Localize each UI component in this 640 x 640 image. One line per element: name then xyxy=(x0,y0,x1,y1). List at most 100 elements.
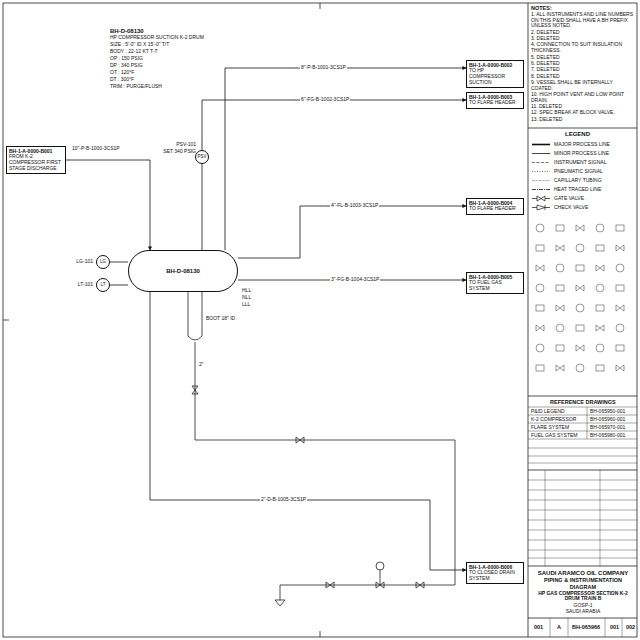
line-number: 8"-P-B-1001-3CS1P xyxy=(300,65,347,71)
drawing-type: PIPING & INSTRUMENTATION DIAGRAM xyxy=(531,577,635,590)
node-text: TO HP COMPRESSOR SUCTION xyxy=(469,68,521,85)
legend-sample xyxy=(531,177,551,184)
company-name: SAUDI ARAMCO OIL COMPANY xyxy=(531,570,635,577)
note-text: 8. DELETED xyxy=(531,74,635,80)
offpage-connector: BH-1-A-0000-B002TO HP COMPRESSOR SUCTION xyxy=(466,60,524,88)
instrument-bubble: LT xyxy=(96,278,110,292)
country-name: SAUDI ARABIA xyxy=(531,609,635,615)
plant-name: GOSP-1 xyxy=(531,603,635,609)
legend-symbol xyxy=(616,264,624,272)
vessel-spec: BODY : 22-12 KT T-T xyxy=(110,49,158,55)
vessel-spec: HP COMPRESSOR SUCTION K-2 DRUM xyxy=(110,35,204,41)
note-text: 7. DELETED xyxy=(531,67,635,73)
note-text: 2. DELETED xyxy=(531,30,635,36)
legend-symbol xyxy=(616,285,624,291)
vessel-spec: OP : 150 PSIG xyxy=(110,56,143,62)
note-text: 5. DELETED xyxy=(531,55,635,61)
legend-symbol xyxy=(556,324,564,332)
legend-symbol xyxy=(596,305,604,311)
column-divider xyxy=(528,128,637,129)
instrument-bubble: LG xyxy=(96,255,110,269)
legend-sample xyxy=(531,141,551,148)
legend-symbol xyxy=(616,365,624,371)
legend-sample-line xyxy=(532,153,550,154)
legend-symbol xyxy=(556,225,564,231)
legend-text: HEAT TRACED LINE xyxy=(554,187,601,193)
legend-symbol xyxy=(596,325,604,331)
note-text: 9. VESSEL SHALL BE INTERNALLY COATED. xyxy=(531,80,635,92)
legend-text: MAJOR PROCESS LINE xyxy=(554,142,610,148)
table-cell: BH-065950-001 xyxy=(590,409,625,415)
offpage-connector: BH-1-A-0000-B001FROM K-2 COMPRESSOR FIRS… xyxy=(6,146,66,174)
legend-symbol xyxy=(596,245,604,251)
legend-symbols xyxy=(536,224,624,372)
legend-sample xyxy=(531,195,551,202)
column-divider xyxy=(528,396,637,397)
legend-sample xyxy=(531,204,551,211)
legend-row: CAPILLARY TUBING xyxy=(531,176,635,185)
note-text: 6. DELETED xyxy=(531,61,635,67)
legend-symbol xyxy=(576,345,584,351)
border-ticks xyxy=(3,3,320,637)
instrument-letters: LT xyxy=(101,283,106,288)
drawing-number: BH-065966 xyxy=(572,624,600,630)
legend-symbol xyxy=(536,365,544,371)
node-heading: BH-D-08130 xyxy=(166,268,200,275)
vessel-boot xyxy=(188,291,202,340)
legend-block: MAJOR PROCESS LINEMINOR PROCESS LINEINST… xyxy=(531,140,635,212)
legend-sample-line xyxy=(532,189,550,190)
legend-sample xyxy=(531,150,551,157)
offpage-connector: BH-1-A-0000-B006TO CLOSED DRAIN SYSTEM xyxy=(466,562,524,584)
pipe-connector xyxy=(150,292,466,570)
legend-text: PNEUMATIC SIGNAL xyxy=(554,169,603,175)
note-text: NOTES: xyxy=(531,5,635,11)
instrument-tag: PSV-101 xyxy=(176,142,196,148)
pipe-connector xyxy=(202,164,203,250)
legend-row: MINOR PROCESS LINE xyxy=(531,149,635,158)
legend-sample-line xyxy=(532,162,550,163)
table-cell: K-2 COMPRESSOR xyxy=(531,417,576,423)
legend-text: CHECK VALVE xyxy=(554,205,588,211)
legend-row: PNEUMATIC SIGNAL xyxy=(531,167,635,176)
gate-valve xyxy=(192,386,198,394)
legend-symbol xyxy=(596,344,604,352)
instrument-tag: LG-101 xyxy=(76,259,93,265)
offpage-connector: BH-1-A-0000-B004TO FLARE HEADER xyxy=(466,198,524,215)
instrument-letters: LG xyxy=(100,260,106,265)
instrument-bubble: PSV xyxy=(195,150,209,164)
legend-symbol xyxy=(616,324,624,332)
legend-symbol xyxy=(556,285,564,291)
table-cell: BH-065980-001 xyxy=(590,433,625,439)
pipe-connector xyxy=(202,100,466,150)
legend-symbol xyxy=(596,224,604,232)
node-text: TO FLARE HEADER xyxy=(469,206,521,212)
pipe-connector xyxy=(110,262,128,263)
legend-symbol xyxy=(576,325,584,331)
notes-block: NOTES:1. ALL INSTRUMENTS AND LINE NUMBER… xyxy=(531,5,635,123)
drain-funnel xyxy=(275,600,285,606)
legend-symbol xyxy=(616,305,624,311)
horizontal-drum: BH-D-08130 xyxy=(128,250,238,292)
plant-number: 001 xyxy=(534,624,543,630)
legend-symbol xyxy=(536,245,544,251)
legend-sample xyxy=(531,186,551,193)
note-text: 12. SPEC BREAK AT BLOCK VALVE. xyxy=(531,110,635,116)
vessel-spec: OT : 120°F xyxy=(110,70,134,76)
pipe-connector xyxy=(110,285,128,286)
instrument-letters: PSV xyxy=(197,155,206,160)
instrument-tag: LT-101 xyxy=(78,282,93,288)
column-divider xyxy=(528,470,637,471)
table-cell: FUEL GAS SYSTEM xyxy=(531,433,578,439)
section-heading: LEGEND xyxy=(565,131,590,138)
legend-symbol xyxy=(616,245,624,251)
legend-row: GATE VALVE xyxy=(531,194,635,203)
legend-text: GATE VALVE xyxy=(554,196,584,202)
note-text: 13. DELETED xyxy=(531,117,635,123)
legend-symbol xyxy=(556,264,564,272)
node-text: TO CLOSED DRAIN SYSTEM xyxy=(469,570,521,582)
reference-table xyxy=(528,407,637,463)
legend-symbol xyxy=(596,265,604,271)
index-letter: A xyxy=(557,624,561,630)
legend-text: MINOR PROCESS LINE xyxy=(554,151,609,157)
